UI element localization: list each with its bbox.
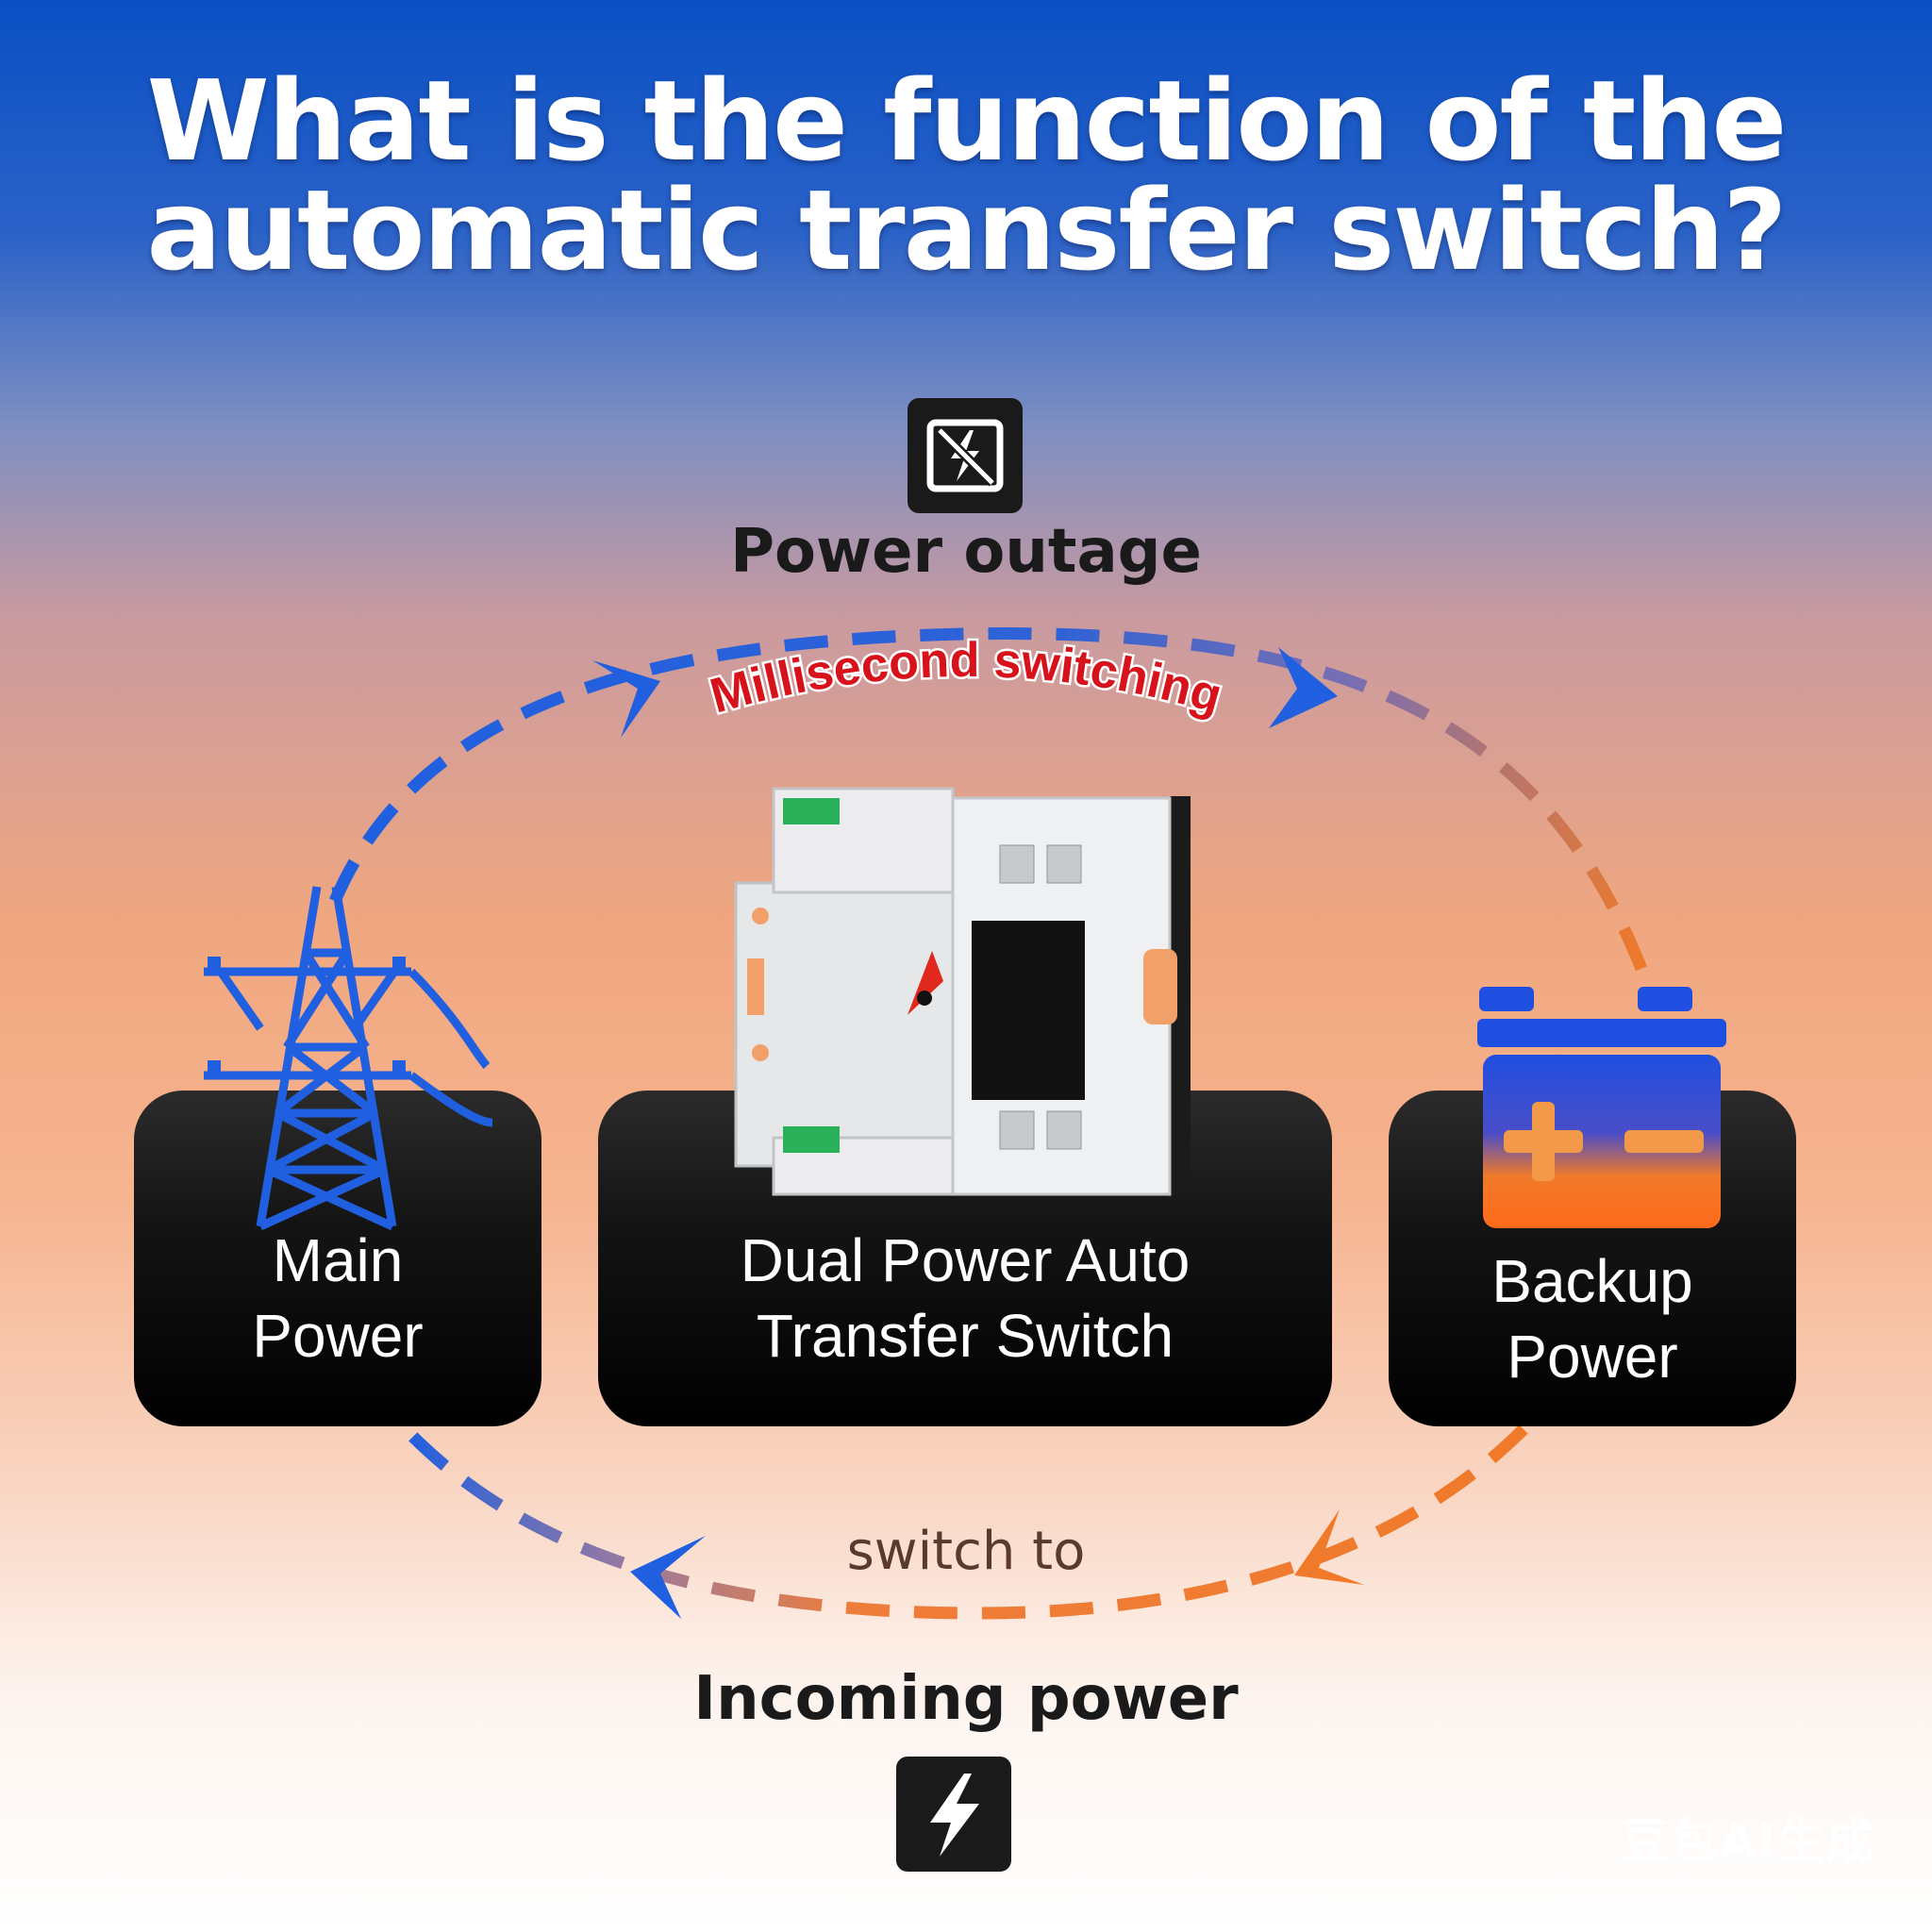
lightning-icon: [896, 1757, 1011, 1872]
power-tower-icon: [204, 886, 493, 1231]
main-power-line-2: Power: [252, 1302, 424, 1370]
arrow-top-left: [592, 660, 660, 738]
main-power-label: Main Power: [134, 1223, 541, 1374]
top-flow-arc: [329, 627, 1653, 984]
transfer-switch-line-2: Transfer Switch: [756, 1302, 1174, 1370]
watermark-text: 豆包AI生成: [1621, 1814, 1875, 1869]
switch-to-label: switch to: [846, 1521, 1086, 1582]
transfer-switch-label: Dual Power Auto Transfer Switch: [598, 1223, 1332, 1374]
backup-power-label: Backup Power: [1389, 1243, 1796, 1394]
arrow-bottom-left: [630, 1536, 706, 1619]
arrow-bottom-right: [1294, 1509, 1364, 1585]
arrow-top-right: [1269, 647, 1338, 728]
main-power-line-1: Main: [272, 1226, 404, 1294]
title-line-2: automatic transfer switch?: [146, 165, 1787, 295]
transfer-switch-device-icon: [734, 787, 1191, 1196]
backup-power-line-2: Power: [1507, 1323, 1678, 1391]
millisecond-switching-label: Millisecond switching: [705, 633, 1227, 724]
no-power-icon: [908, 398, 1023, 513]
incoming-power-label: Incoming power: [693, 1664, 1239, 1734]
bottom-flow-arc: [401, 1424, 1528, 1620]
backup-power-line-1: Backup: [1491, 1247, 1693, 1315]
power-outage-label: Power outage: [730, 517, 1202, 587]
title-line-1: What is the function of the: [146, 56, 1788, 186]
battery-icon: [1477, 987, 1726, 1228]
transfer-switch-line-1: Dual Power Auto: [740, 1226, 1191, 1294]
page-title: What is the function of the automatic tr…: [0, 56, 1932, 295]
